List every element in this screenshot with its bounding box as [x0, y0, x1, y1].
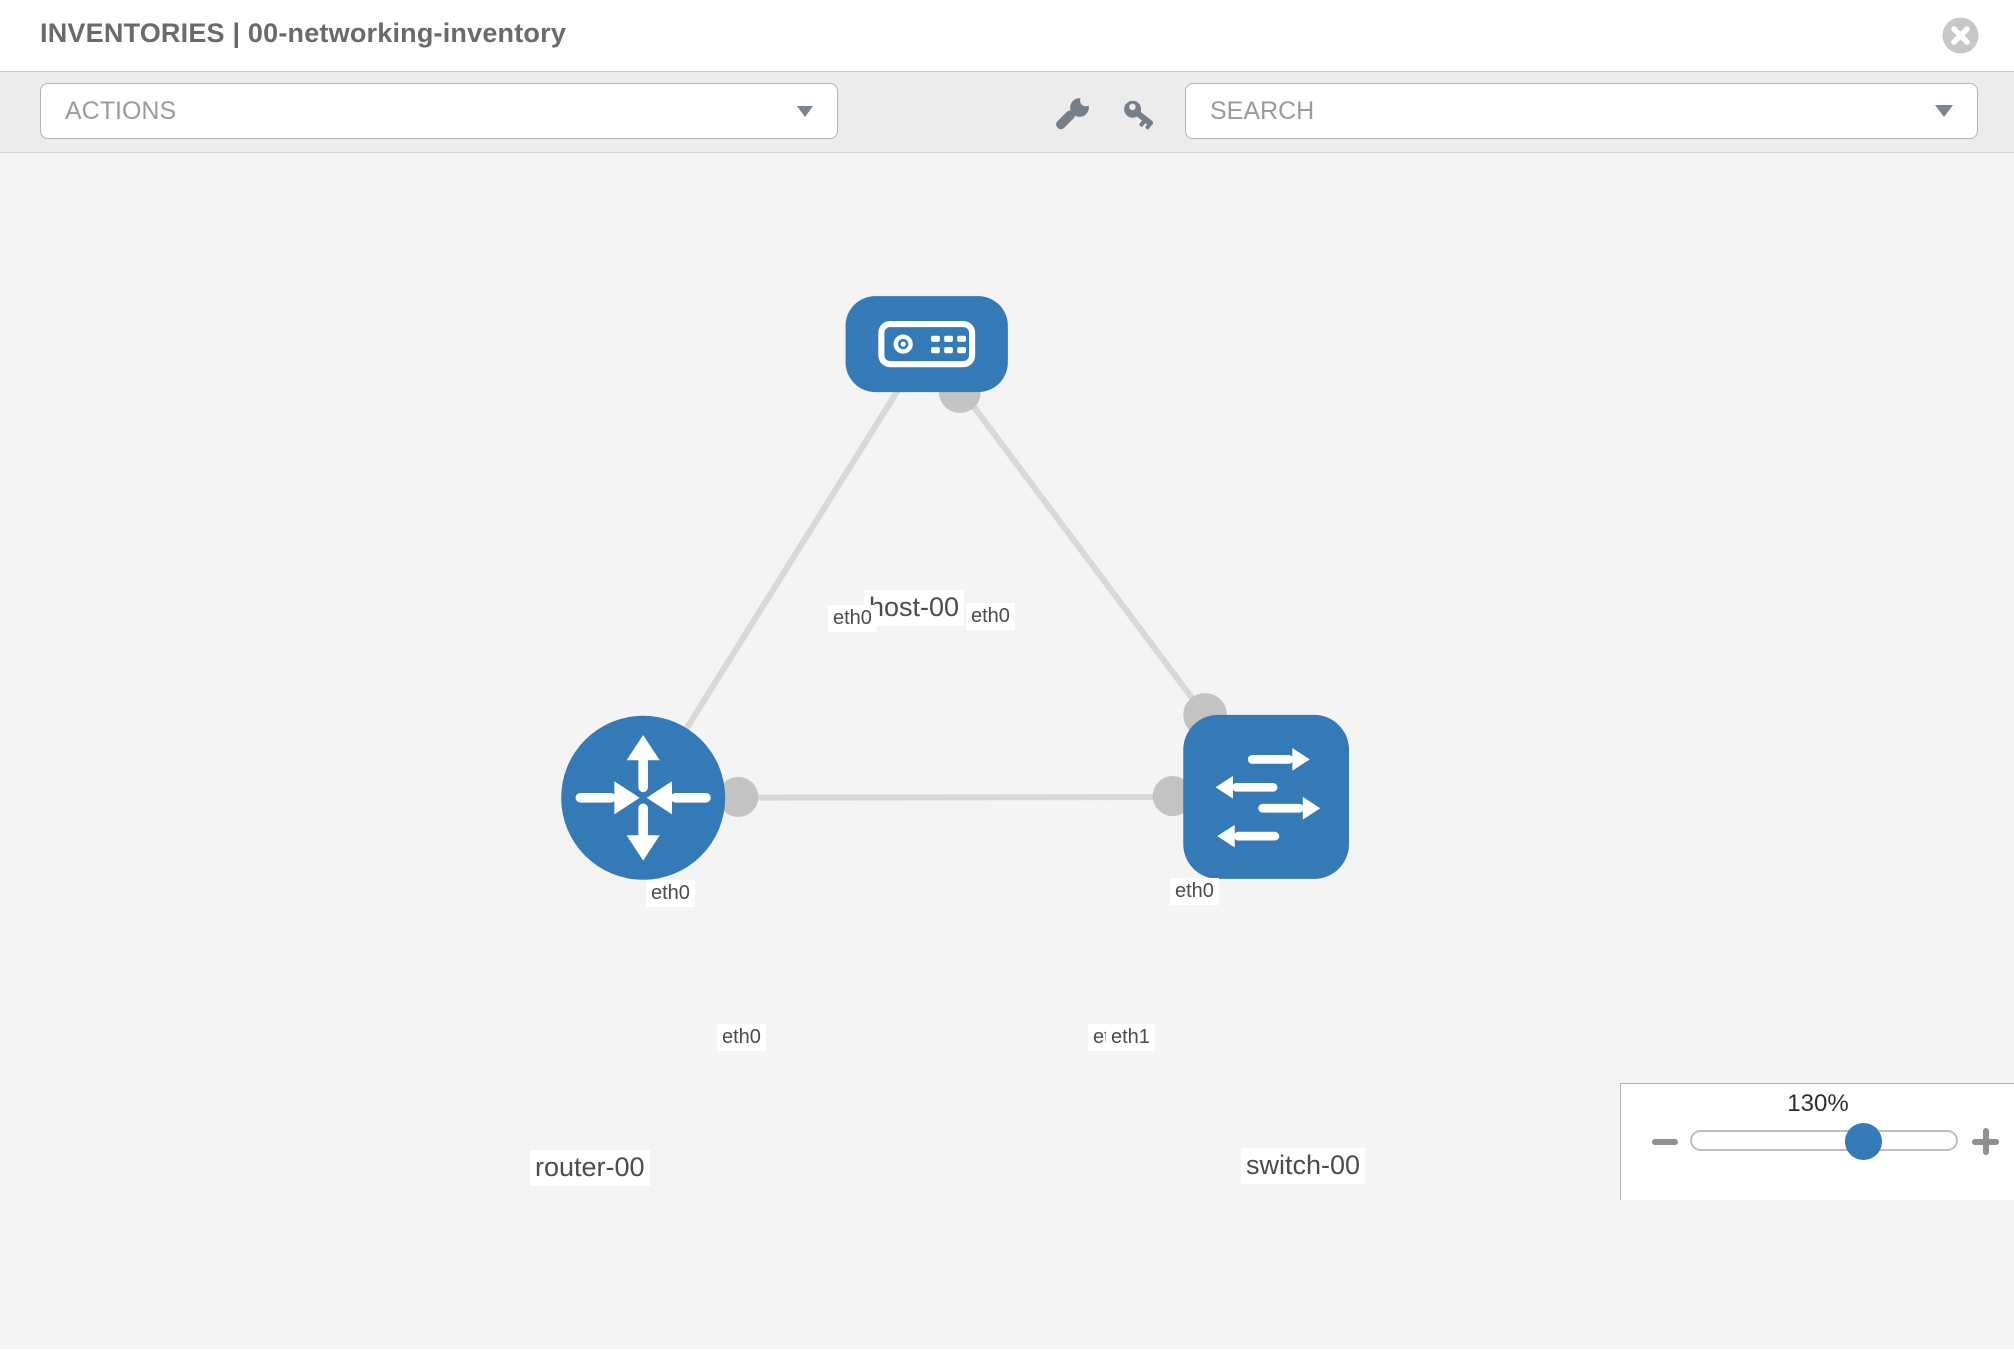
if-label-router-to-host: eth0	[646, 880, 695, 907]
node-host[interactable]	[845, 296, 1008, 393]
zoom-in-button[interactable]	[1972, 1128, 1999, 1155]
switch-icon	[1215, 748, 1321, 848]
node-switch[interactable]	[1183, 714, 1350, 879]
tools-button[interactable]	[1052, 95, 1092, 135]
node-label-router: router-00	[530, 1150, 650, 1186]
header-bar: INVENTORIES | 00-networking-inventory	[0, 0, 2014, 72]
if-label-switch-to-router: eth1	[1106, 1024, 1155, 1051]
close-icon	[1942, 17, 1979, 54]
node-label-host: host-00	[864, 590, 965, 626]
node-label-switch: switch-00	[1241, 1148, 1366, 1184]
connector-router	[718, 776, 759, 817]
plus-icon	[1983, 1128, 1989, 1155]
key-icon	[1124, 100, 1154, 130]
credentials-button[interactable]	[1120, 95, 1160, 135]
search-dropdown-label: SEARCH	[1210, 96, 1315, 125]
router-icon	[575, 734, 711, 861]
search-dropdown[interactable]: SEARCH	[1185, 83, 1978, 139]
zoom-slider-thumb[interactable]	[1845, 1123, 1882, 1160]
if-label-switch-to-host: eth0	[1170, 878, 1219, 905]
if-label-router-to-switch: eth0	[717, 1024, 766, 1051]
wrench-icon	[1056, 95, 1092, 130]
close-button[interactable]	[1942, 17, 1979, 54]
topology-graph	[561, 296, 1350, 880]
topology-canvas[interactable]: host-00 router-00 switch-00 eth0 eth0 et…	[0, 153, 2014, 1353]
if-label-host-to-router: eth0	[828, 605, 877, 632]
toolbar: ACTIONS SEARCH	[0, 72, 2014, 153]
chevron-down-icon	[797, 105, 813, 117]
connectors-layer	[718, 371, 1227, 817]
link-host-router[interactable]	[640, 342, 930, 800]
page-title: INVENTORIES | 00-networking-inventory	[40, 18, 567, 48]
zoom-out-button[interactable]	[1652, 1139, 1678, 1145]
canvas-bottom-edge	[0, 1349, 2014, 1353]
if-label-host-to-switch: eth0	[966, 603, 1015, 630]
zoom-level-value: 130%	[1787, 1090, 1849, 1117]
actions-dropdown-label: ACTIONS	[65, 96, 177, 125]
connector-switch-left	[1152, 775, 1193, 817]
node-router[interactable]	[561, 715, 726, 880]
chevron-down-icon	[1935, 105, 1953, 117]
actions-dropdown[interactable]: ACTIONS	[40, 83, 838, 139]
zoom-slider-track[interactable]	[1690, 1130, 1958, 1151]
host-icon	[878, 320, 976, 368]
